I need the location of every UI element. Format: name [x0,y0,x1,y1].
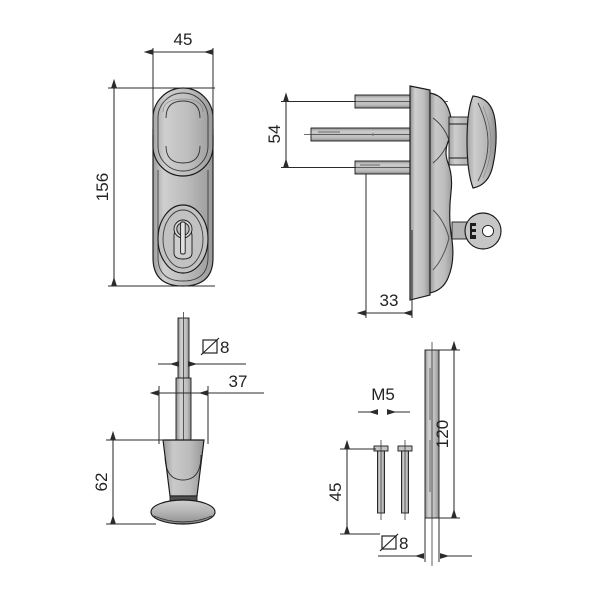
dim-label-screw-45: 45 [326,483,345,502]
dim-label-side-depth: 33 [380,291,399,310]
dim-label-front-width: 45 [174,30,193,49]
dim-front-height-156: 156 [93,78,215,287]
dim-screw-45: 45 [326,439,380,535]
m5-screw-2 [397,440,413,520]
side-view: 54 33 [265,85,502,318]
dim-label-spindle-37: 37 [229,372,248,391]
dim-bar-dia-8: 8 [378,518,472,562]
dim-label-front-height: 156 [93,173,112,201]
dim-label-bar-120: 120 [433,420,452,448]
mounting-bar [424,342,440,566]
dim-front-width-45: 45 [143,30,214,135]
dim-label-spindle-dia: 8 [220,338,229,357]
front-view: 45 156 [93,30,215,287]
dim-label-spindle-height: 62 [92,473,111,492]
spindle-rosette [150,439,216,525]
spindle-view: 8 37 62 [92,312,264,525]
front-oval-knob [152,87,214,177]
side-key-head [451,212,502,250]
dim-side-depth-33: 33 [356,174,413,318]
dim-label-thread-m5: M5 [371,385,395,404]
dim-spindle-dia-8: 8 [158,337,246,367]
dim-label-side-span: 54 [265,125,284,144]
dia-symbol-square-spindle [200,337,220,356]
dim-label-bar-dia: 8 [399,534,408,553]
side-t-handle [448,95,497,189]
spindle-shaft [175,312,192,452]
dia-symbol-square-bar [379,533,399,552]
dim-side-span-54: 54 [265,92,356,168]
dim-bar-120: 120 [433,340,460,519]
m5-screw-1 [373,440,389,520]
side-mounting-bars [304,94,448,175]
dim-spindle-37: 37 [149,372,264,444]
dim-thread-m5: M5 [358,385,410,415]
front-cylinder-lock [157,204,209,274]
bar-and-screws-view: M5 120 45 8 [326,340,472,566]
dim-spindle-height-62: 62 [92,430,166,525]
side-body-plate [409,85,431,301]
